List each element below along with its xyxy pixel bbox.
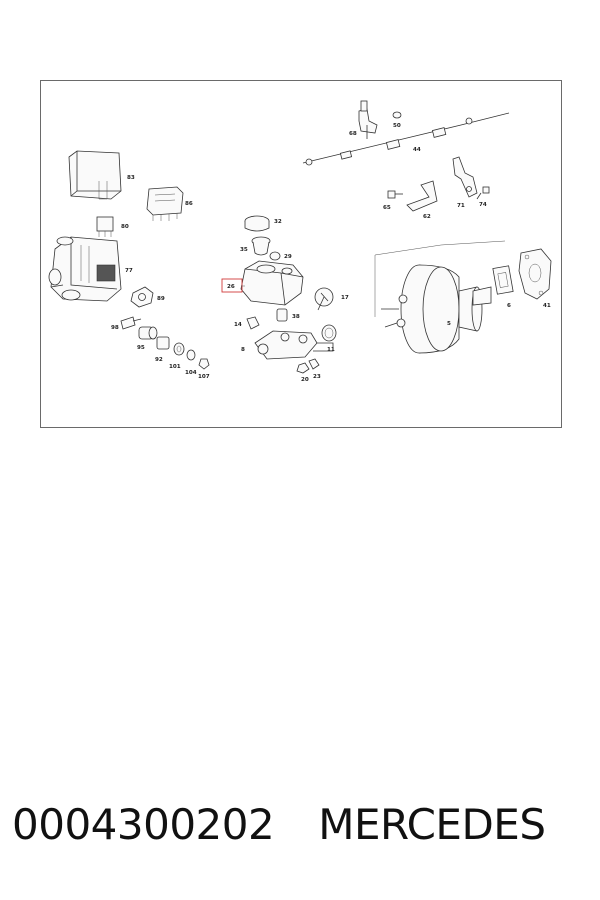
callout-20: 20 [301, 377, 309, 383]
exploded-parts-diagram: 83 86 80 77 89 98 95 [40, 80, 562, 428]
footer: 0004300202 MERCEDES [12, 800, 592, 860]
callout-71: 71 [457, 203, 465, 209]
clip-part [392, 111, 402, 119]
callout-35: 35 [240, 247, 248, 253]
callout-29: 29 [284, 254, 292, 260]
callout-83: 83 [127, 175, 135, 181]
brake-booster-part [381, 264, 492, 354]
nut-20-part [296, 362, 310, 374]
wrench-part [314, 287, 334, 311]
callout-26[interactable]: 26 [227, 284, 235, 290]
nut-23-part [308, 358, 320, 370]
reservoir-cap-part [244, 215, 270, 232]
callout-104: 104 [185, 370, 197, 376]
callout-107: 107 [198, 374, 210, 380]
callout-86: 86 [185, 201, 193, 207]
callout-101: 101 [169, 364, 181, 370]
cable-part [302, 112, 510, 166]
brake-fluid-reservoir-part [240, 260, 304, 306]
plug-seal-part [246, 316, 260, 330]
callout-6: 6 [507, 303, 511, 309]
callout-77: 77 [125, 268, 133, 274]
ring-part [186, 349, 196, 361]
callout-5: 5 [447, 321, 451, 327]
relay-part [146, 186, 184, 221]
sensor-part [120, 316, 142, 330]
plug-part [156, 336, 170, 350]
bracket-part [130, 286, 154, 308]
gasket-part [492, 265, 514, 295]
booster-guide-line [374, 240, 506, 256]
part-number: 0004300202 [12, 800, 275, 849]
callout-32: 32 [274, 219, 282, 225]
callout-89: 89 [157, 296, 165, 302]
grommet-part [269, 251, 281, 261]
strainer-part [251, 236, 271, 256]
callout-98: 98 [111, 325, 119, 331]
callout-80: 80 [121, 224, 129, 230]
o-ring-part [321, 324, 337, 342]
valve-fitting-part [358, 100, 378, 139]
callout-65: 65 [383, 205, 391, 211]
lever-part [452, 156, 478, 198]
flange-part [518, 248, 552, 300]
brand-name: MERCEDES [318, 800, 546, 849]
washer-part [173, 342, 185, 356]
callout-95: 95 [137, 345, 145, 351]
highlight-box[interactable] [221, 278, 243, 293]
fitting-part [138, 326, 158, 340]
callout-11: 11 [327, 347, 335, 353]
callout-44: 44 [413, 147, 421, 153]
callout-17: 17 [341, 295, 349, 301]
callout-68: 68 [349, 131, 357, 137]
callout-38: 38 [292, 314, 300, 320]
callout-23: 23 [313, 374, 321, 380]
relay-cover-part [68, 150, 122, 200]
callout-92: 92 [155, 357, 163, 363]
pump-unit-part [48, 236, 122, 302]
callout-41: 41 [543, 303, 551, 309]
master-cylinder-part [254, 330, 334, 360]
callout-62: 62 [423, 214, 431, 220]
nut-part [198, 358, 210, 370]
mounting-bracket-part [406, 180, 438, 212]
callout-14: 14 [234, 322, 242, 328]
seal-part [276, 308, 288, 322]
bolt-74-part [476, 186, 490, 200]
bolt-65-part [387, 190, 403, 199]
callout-74: 74 [479, 202, 487, 208]
diagram-drawing: 83 86 80 77 89 98 95 [48, 100, 552, 383]
small-relay-part [96, 216, 114, 237]
callout-50: 50 [393, 123, 401, 129]
callout-8: 8 [241, 347, 245, 353]
